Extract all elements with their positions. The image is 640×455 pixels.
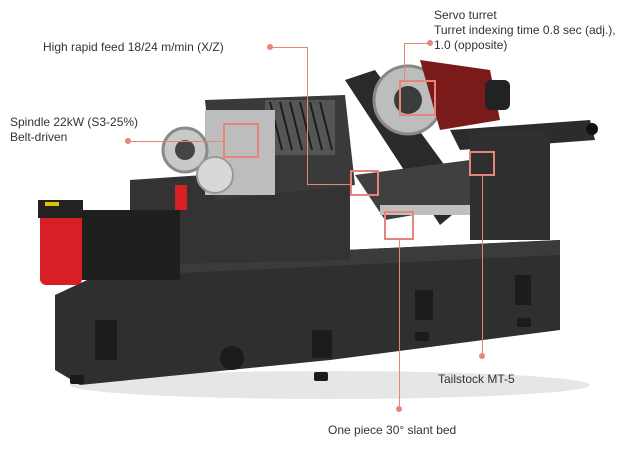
- callout-box-slant-bed: [384, 211, 414, 240]
- label-tailstock: Tailstock MT-5: [438, 372, 515, 387]
- label-rapid-feed: High rapid feed 18/24 m/min (X/Z): [43, 40, 224, 55]
- anchor-dot-spindle: [125, 138, 131, 144]
- anchor-dot-rapid-feed: [267, 44, 273, 50]
- label-spindle-line-2: Belt-driven: [10, 130, 68, 144]
- label-rapid-feed-line-1: High rapid feed 18/24 m/min (X/Z): [43, 40, 224, 54]
- leader-line-rapid-feed: [271, 47, 308, 48]
- label-spindle-line-1: Spindle 22kW (S3-25%): [10, 115, 139, 129]
- leader-line-slant-bed: [399, 240, 400, 408]
- anchor-dot-turret: [427, 40, 433, 46]
- callout-box-turret: [399, 80, 436, 116]
- leader-line-spindle: [128, 141, 223, 142]
- label-servo-turret-line-1: Servo turret: [434, 8, 497, 22]
- leader-line-turret: [404, 43, 430, 44]
- leader-line-tailstock: [482, 176, 483, 356]
- callout-box-spindle: [223, 123, 259, 158]
- anchor-dot-slant-bed: [396, 406, 402, 412]
- label-spindle: Spindle 22kW (S3-25%) Belt-driven: [10, 115, 138, 145]
- label-servo-turret: Servo turret Turret indexing time 0.8 se…: [434, 8, 616, 53]
- callout-box-rapid-feed: [350, 170, 379, 196]
- label-servo-turret-line-3: 1.0 (opposite): [434, 38, 508, 52]
- label-servo-turret-line-2: Turret indexing time 0.8 sec (adj.),: [434, 23, 616, 37]
- callout-box-tailstock: [469, 151, 495, 176]
- anchor-dot-tailstock: [479, 353, 485, 359]
- leader-line-rapid-feed: [307, 47, 308, 185]
- label-slant-bed: One piece 30° slant bed: [328, 423, 456, 438]
- label-slant-bed-line-1: One piece 30° slant bed: [328, 423, 457, 437]
- leader-line-turret: [404, 43, 405, 80]
- label-tailstock-line-1: Tailstock MT-5: [438, 372, 515, 386]
- leader-line-rapid-feed: [307, 184, 350, 185]
